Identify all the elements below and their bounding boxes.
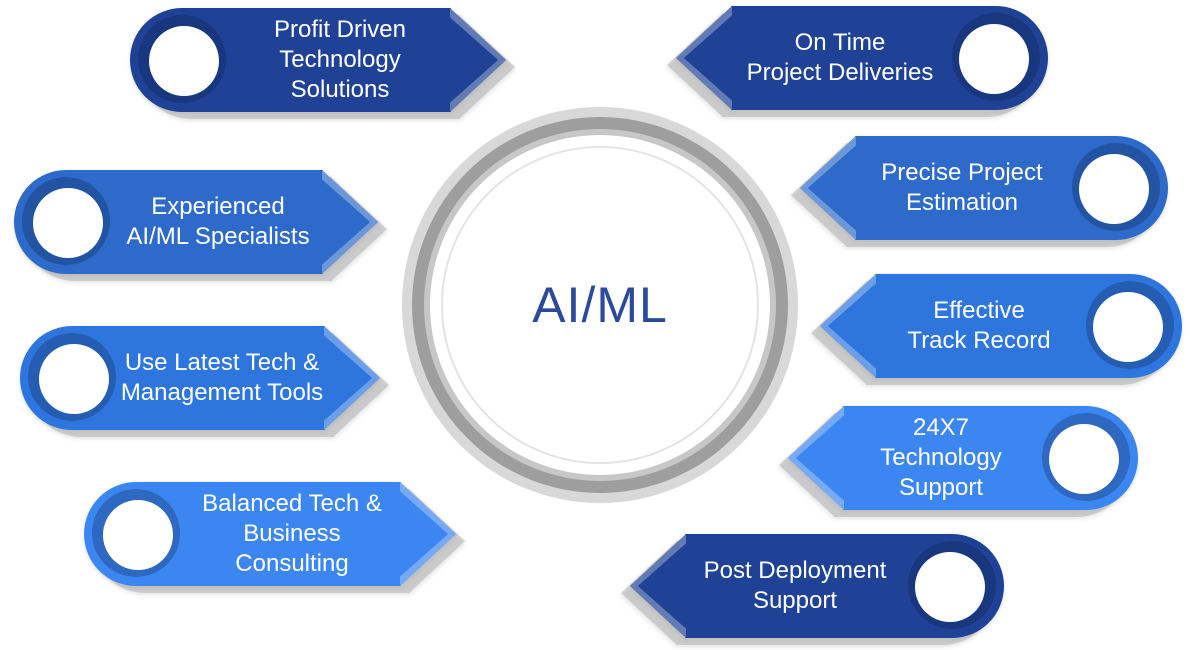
ribbon-shape [820,274,1182,378]
bullet-circle-icon [1079,154,1149,224]
ribbon-shape [788,406,1138,510]
center-label: AI/ML [532,277,668,333]
ribbon-shape [20,326,380,430]
bullet-circle-icon [1093,292,1163,362]
bullet-circle-icon [915,552,985,622]
bullet-circle-icon [149,26,219,96]
banner-post-deployment-support: Post Deployment Support [630,534,1004,638]
banner-experienced-ai-ml-specialists: Experienced AI/ML Specialists [14,170,378,274]
banner-label: Balanced Tech & Business Consulting [202,489,382,578]
banner-label: Experienced AI/ML Specialists [126,192,310,250]
arrow-tip [800,136,856,240]
banner-profit-driven-technology-solutions: Profit Driven Technology Solutions [130,8,506,112]
banner-precise-project-estimation: Precise Project Estimation [800,136,1168,240]
ribbon-shape [130,8,506,112]
center-circle: AI/ML [441,146,759,464]
banner-24x7-technology-support: 24X7 Technology Support [788,406,1138,510]
ribbon-shape [84,482,456,586]
bullet-circle-icon [39,344,109,414]
banner-use-latest-tech-management-tools: Use Latest Tech & Management Tools [20,326,380,430]
ribbon-shape [800,136,1168,240]
banner-effective-track-record: Effective Track Record [820,274,1182,378]
bullet-circle-icon [1049,424,1119,494]
arrow-tip [630,534,686,638]
banner-label: Use Latest Tech & Management Tools [120,348,324,406]
arrow-tip [676,6,732,110]
arrow-tip [322,170,378,274]
banner-label: Effective Track Record [907,296,1051,354]
bullet-circle-icon [33,188,103,258]
arrow-tip [820,274,876,378]
banner-on-time-project-deliveries: On Time Project Deliveries [676,6,1048,110]
ribbon-shape [676,6,1048,110]
banner-label: Post Deployment Support [703,556,887,614]
banner-label: Profit Driven Technology Solutions [273,15,407,104]
banner-label: On Time Project Deliveries [746,28,934,86]
ribbon-shape [14,170,378,274]
bullet-circle-icon [959,24,1029,94]
bullet-circle-icon [103,500,173,570]
arrow-tip [324,326,380,430]
ribbon-shape [630,534,1004,638]
banner-label: Precise Project Estimation [881,158,1043,216]
arrow-tip [400,482,456,586]
banner-balanced-tech-business-consulting: Balanced Tech & Business Consulting [84,482,456,586]
banner-label: 24X7 Technology Support [880,413,1002,502]
arrow-tip [450,8,506,112]
arrow-tip [788,406,844,510]
